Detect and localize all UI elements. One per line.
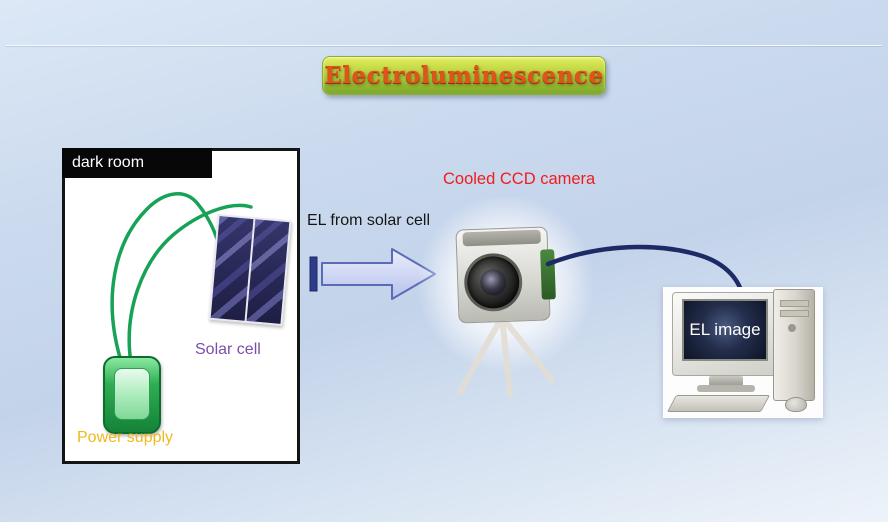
monitor-base: [697, 385, 755, 392]
monitor-stand: [709, 376, 743, 386]
dark-room-label: dark room: [72, 154, 145, 171]
computer-image: EL image: [663, 287, 823, 418]
camera-lens-glass: [479, 268, 507, 296]
block-arrow-icon: [309, 248, 436, 300]
page-title: Electroluminescence: [324, 62, 604, 89]
camera-label: Cooled CCD camera: [443, 170, 596, 188]
monitor: EL image: [672, 292, 780, 376]
solar-cell-image: [208, 213, 292, 327]
dark-room-box: Solar cell Power supply dark room: [62, 148, 300, 464]
title-banner: Electroluminescence: [322, 56, 606, 95]
solar-panel-right: [246, 219, 290, 324]
el-image-label: EL image: [689, 320, 761, 339]
camera-cable-line: [545, 244, 746, 301]
monitor-screen: EL image: [682, 299, 768, 361]
mouse-icon: [785, 397, 807, 412]
el-flow-label: EL from solar cell: [307, 212, 430, 229]
computer-tower: [773, 289, 815, 401]
tripod-icon: [457, 314, 555, 397]
camera-top-cap: [462, 229, 541, 247]
camera-lens-icon: [463, 252, 524, 313]
drive-bay: [780, 300, 809, 307]
keyboard-icon: [667, 395, 771, 412]
top-divider-line: [6, 45, 882, 46]
power-supply-label: Power supply: [77, 429, 174, 446]
drive-bay: [780, 310, 809, 317]
power-supply-icon: [103, 356, 161, 434]
power-button-icon: [788, 324, 796, 332]
dark-room-header: dark room: [62, 148, 212, 178]
power-supply-screen: [114, 368, 150, 420]
ccd-camera-image: [455, 226, 556, 324]
power-wires-icon: [110, 192, 253, 365]
solar-cell-label: Solar cell: [195, 341, 261, 358]
